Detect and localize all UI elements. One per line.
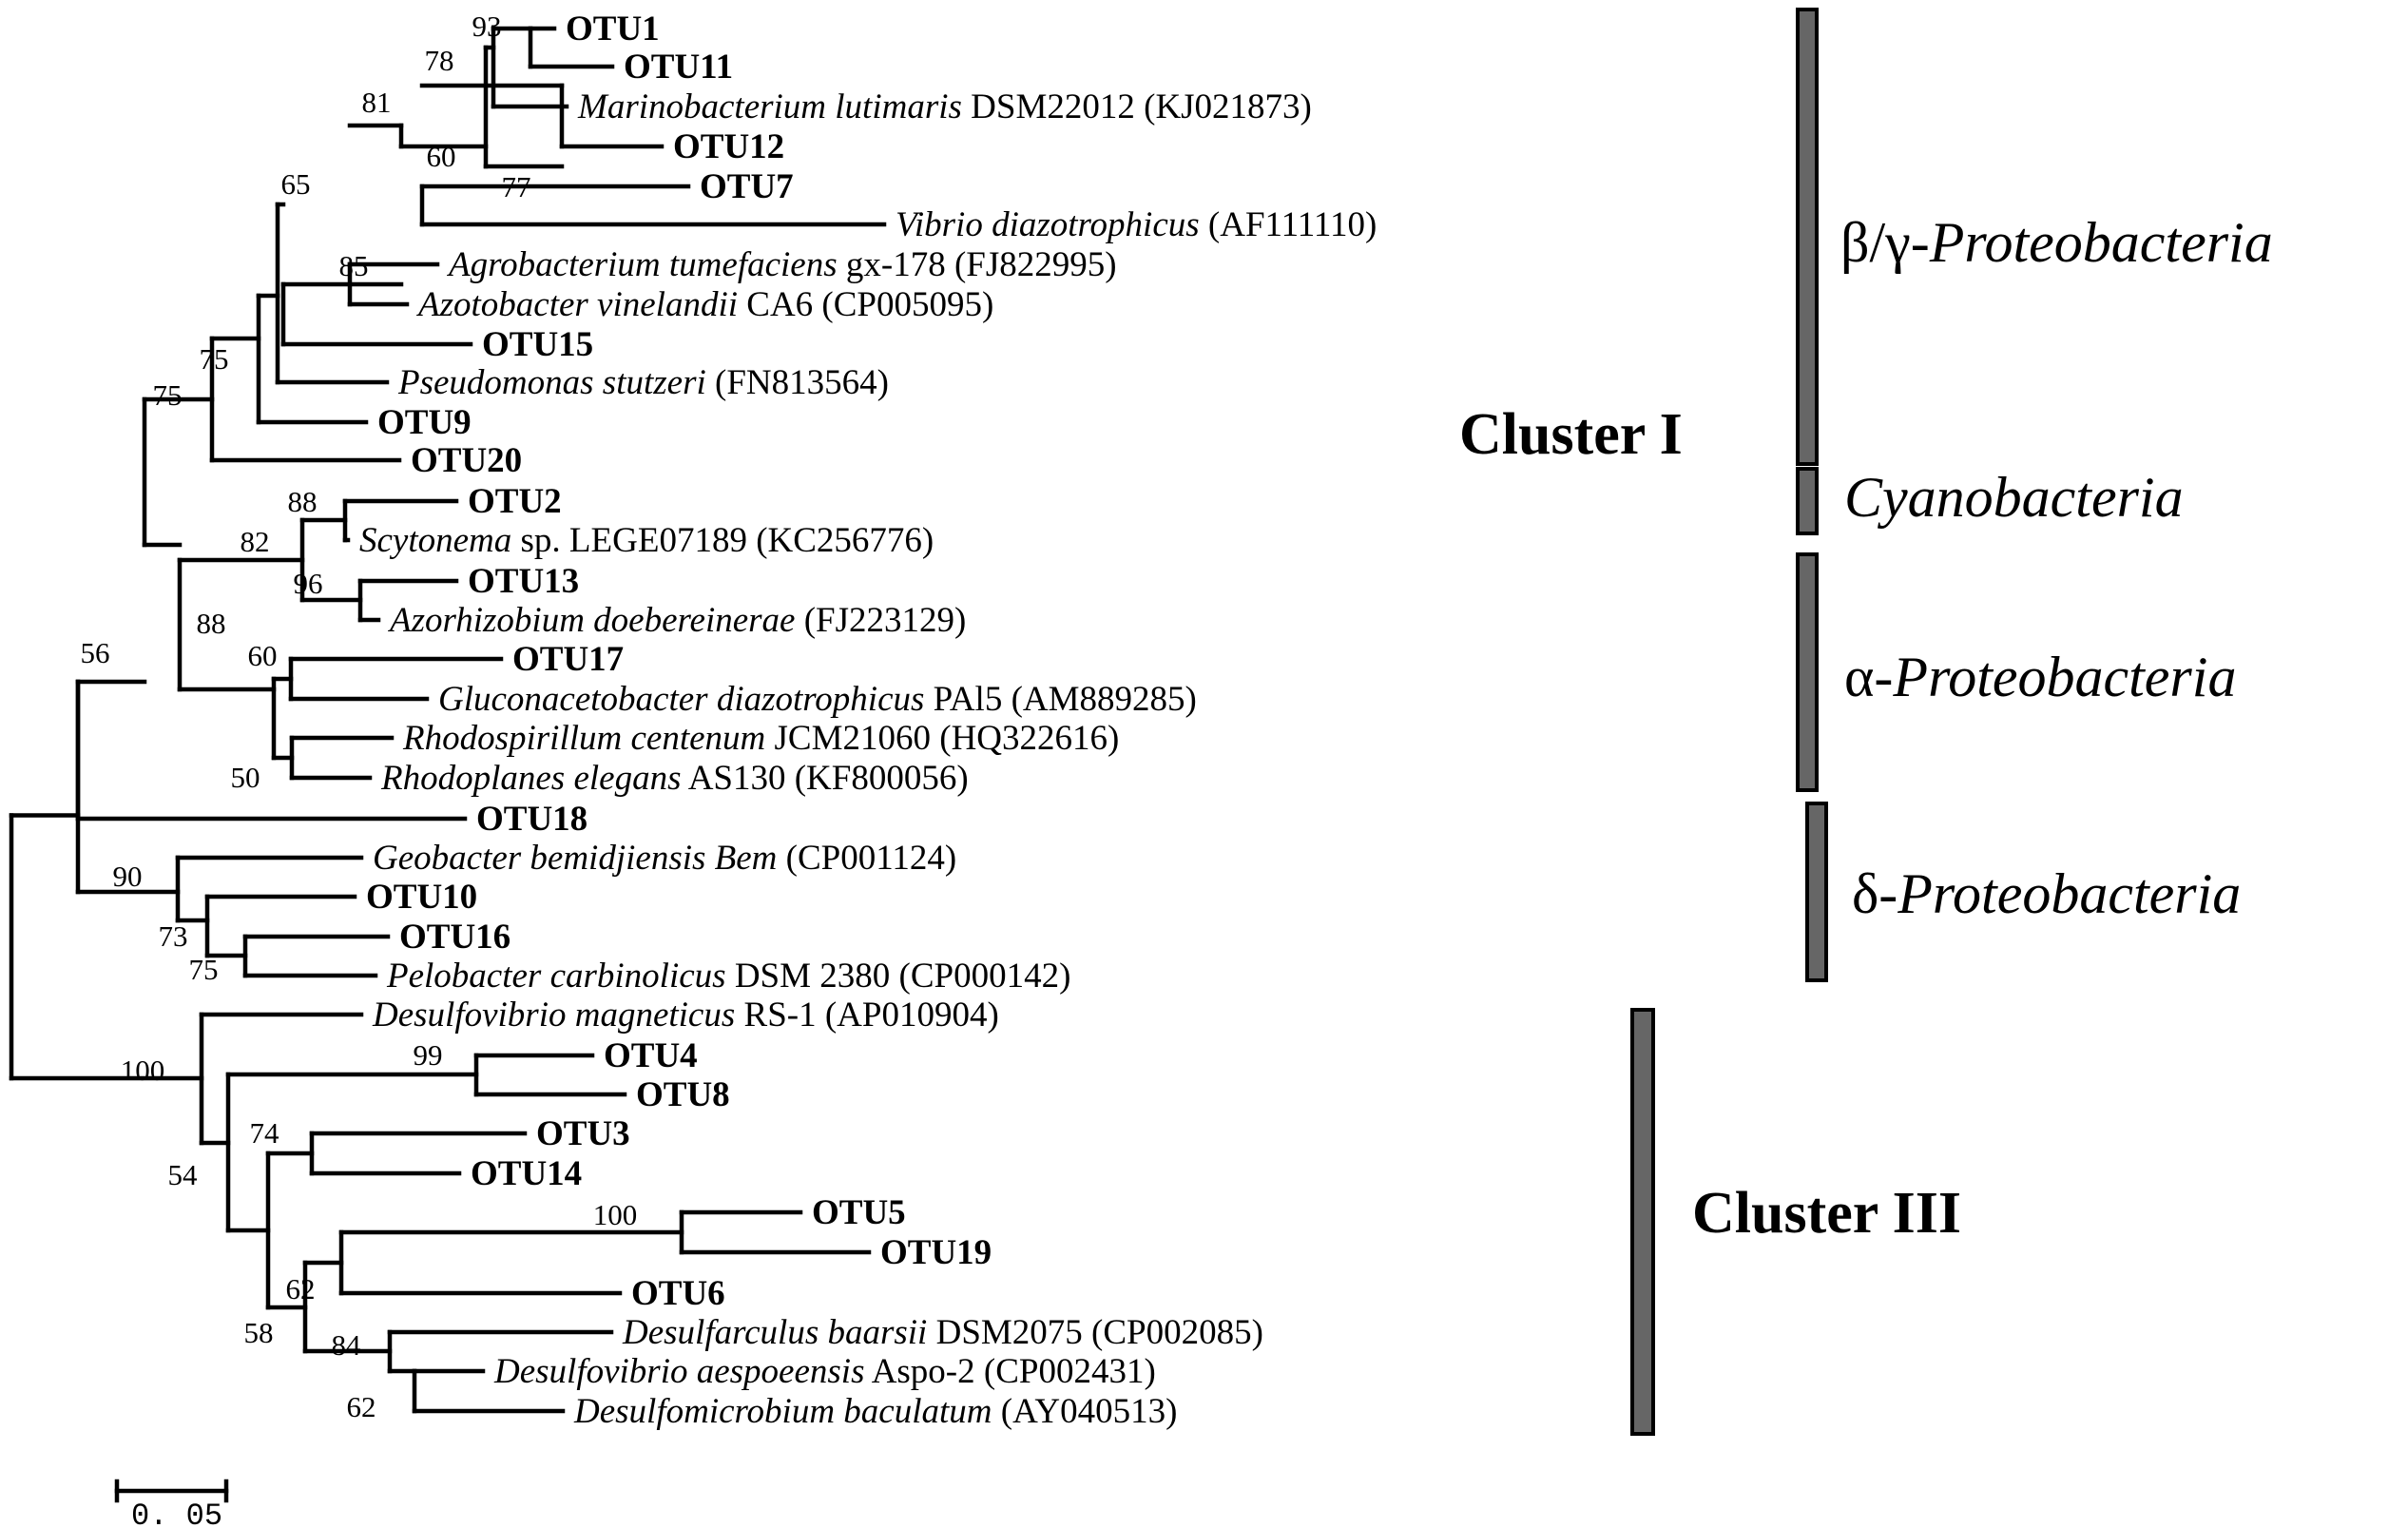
bootstrap-value: 82 [241,525,270,558]
otu-label: OTU11 [624,48,733,87]
scale-bar: 0. 05 [114,1479,229,1528]
species-label: Scytonema sp. LEGE07189 (KC256776) [359,521,934,560]
otu-label: OTU15 [482,325,593,364]
bootstrap-value: 96 [294,567,323,600]
bootstrap-value: 62 [286,1272,316,1306]
bar-alpha [1796,552,1819,792]
bootstrap-value: 93 [472,10,502,43]
otu-label: OTU12 [673,127,784,166]
bootstrap-value: 81 [362,86,392,119]
species-label: Pelobacter carbinolicus DSM 2380 (CP0001… [386,957,1070,996]
otu-label: OTU13 [468,562,579,601]
species-label: Vibrio diazotrophicus (AF111110) [896,205,1377,244]
bar-cyanobacteria [1796,467,1819,535]
otu-label: OTU5 [812,1193,906,1232]
bootstrap-value: 75 [189,953,219,986]
bootstrap-value: 84 [332,1328,362,1362]
bootstrap-value: 75 [200,342,229,376]
species-label: Desulfovibrio magneticus RS-1 (AP010904) [372,996,999,1035]
bootstrap-value: 62 [347,1390,376,1423]
otu-label: OTU1 [566,10,660,48]
cluster-one-label: Cluster I [1459,402,1683,467]
cluster-three-label: Cluster III [1692,1181,1961,1246]
species-label: Desulfovibrio aespoeensis Aspo-2 (CP0024… [493,1352,1156,1391]
species-label: Desulfomicrobium baculatum (AY040513) [573,1392,1177,1431]
bootstrap-value: 60 [248,639,278,672]
group-label-beta-gamma: β/γ-Proteobacteria [1840,211,2273,274]
bootstrap-value: 65 [281,167,311,201]
otu-label: OTU6 [631,1274,725,1313]
bootstrap-value: 100 [121,1054,165,1087]
species-label: Rhodospirillum centenum JCM21060 (HQ3226… [402,719,1119,758]
bootstrap-value: 54 [168,1158,199,1191]
otu-label: OTU7 [700,167,794,206]
species-label: Desulfarculus baarsii DSM2075 (CP002085) [622,1313,1263,1352]
bootstrap-value: 77 [502,170,531,203]
otu-label: OTU3 [536,1114,630,1153]
species-label: Marinobacterium lutimaris DSM22012 (KJ02… [577,87,1312,126]
bootstrap-value: 60 [427,140,456,173]
otu-label: OTU20 [411,441,522,480]
otu-label: OTU14 [471,1154,582,1193]
bootstrap-value: 74 [250,1116,280,1150]
otu-label: OTU18 [476,800,588,839]
species-label: Rhodoplanes elegans AS130 (KF800056) [380,759,969,798]
species-label: Geobacter bemidjiensis Bem (CP001124) [373,839,956,878]
bootstrap-value: 73 [159,919,188,953]
otu-label: OTU19 [880,1233,992,1272]
otu-label: OTU2 [468,482,562,521]
bootstrap-value: 78 [425,44,454,77]
bar-cluster-three [1630,1008,1655,1436]
otu-label: OTU17 [512,640,624,679]
bar-delta [1805,802,1828,982]
scale-bar-label: 0. 05 [131,1499,222,1528]
bootstrap-value: 88 [197,607,226,640]
bootstrap-value: 50 [231,761,260,794]
bootstrap-value: 58 [244,1316,274,1349]
bootstrap-value: 90 [113,860,143,893]
group-label-delta: δ-Proteobacteria [1852,862,2241,925]
group-label-alpha: α-Proteobacteria [1844,646,2236,708]
bootstrap-value: 75 [153,378,183,412]
species-label: Agrobacterium tumefaciens gx-178 (FJ8229… [446,245,1117,284]
otu-label: OTU10 [366,878,477,917]
bootstrap-values: 9378816077658575758882968860505690737510… [81,10,638,1423]
otu-label: OTU8 [636,1075,730,1114]
bootstrap-value: 100 [593,1198,638,1231]
otu-label: OTU9 [377,403,472,442]
tree-branches [9,26,887,1414]
bootstrap-value: 85 [339,249,369,282]
otu-label: OTU4 [604,1036,698,1075]
bootstrap-value: 56 [81,636,110,669]
species-label: Azotobacter vinelandii CA6 (CP005095) [415,285,993,324]
species-label: Pseudomonas stutzeri (FN813564) [397,363,889,402]
species-label: Azorhizobium doebereinerae (FJ223129) [387,601,966,640]
bar-beta-gamma [1796,8,1819,466]
bootstrap-value: 88 [288,485,318,518]
bootstrap-value: 99 [414,1038,443,1072]
group-label-cyanobacteria: Cyanobacteria [1844,466,2184,529]
species-label: Gluconacetobacter diazotrophicus PAl5 (A… [438,680,1197,719]
otu-label: OTU16 [399,918,510,957]
